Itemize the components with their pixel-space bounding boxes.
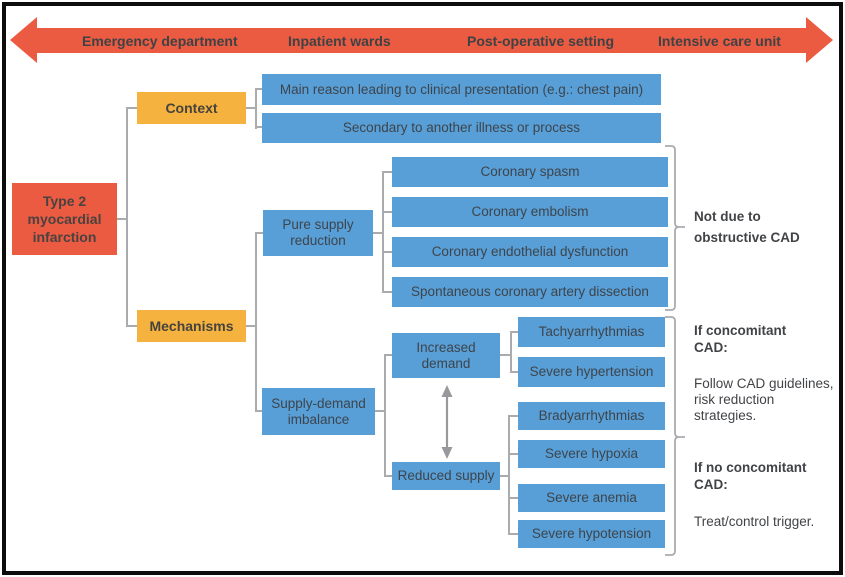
connector [126,325,137,327]
annotation-no-concomitant-body: Treat/control trigger. [694,514,815,529]
node-severe-anemia: Severe anemia [518,484,665,512]
connector [500,354,511,356]
connector [246,107,256,109]
connector [255,88,257,129]
connector [126,107,128,327]
node-secondary: Secondary to another illness or process [262,113,661,143]
connector [382,171,392,173]
connector [384,354,392,356]
connector [508,453,518,455]
node-severe-hypoxia: Severe hypoxia [518,440,665,468]
connector [375,410,385,412]
connector [508,415,510,535]
node-coronary-spasm: Coronary spasm [392,157,668,187]
connector [384,354,386,477]
connector [255,232,263,234]
connector [117,218,127,220]
brace-cad-icon [665,316,685,556]
node-type2-mi: Type 2 myocardial infarction [12,183,117,255]
annotation-not-due: Not due to obstructive CAD [694,209,800,245]
node-increased-demand: Increased demand [392,333,500,378]
node-tachyarrhythmias: Tachyarrhythmias [518,317,665,347]
connector [246,325,256,327]
connector [382,291,392,293]
timeline-label-postop: Post-operative setting [467,33,615,49]
connector [508,497,518,499]
annotation-concomitant-title: If concomitant CAD: [694,323,787,355]
connector [382,211,392,213]
node-bradyarrhythmias: Bradyarrhythmias [518,402,665,430]
connector [255,88,262,90]
connector [510,371,518,373]
connector [382,171,384,293]
node-severe-hypertension: Severe hypertension [518,357,665,387]
annotation-concomitant-body: Follow CAD guidelines, risk reduction st… [694,376,834,423]
timeline-label-icu: Intensive care unit [658,33,781,49]
node-coronary-embolism: Coronary embolism [392,197,668,227]
timeline-arrow [36,28,806,53]
node-context: Context [137,92,246,124]
node-supply-demand-imbalance: Supply-demand imbalance [262,388,375,435]
annotation-no-concomitant-title: If no concomitant CAD: [694,460,807,492]
connector [255,410,262,412]
connector [373,232,383,234]
connector [126,107,137,109]
arrow-left-head-icon [10,17,37,63]
connector [255,126,262,128]
node-severe-hypotension: Severe hypotension [518,520,665,548]
timeline-label-inpatient: Inpatient wards [288,33,391,49]
node-coronary-endothelial-dysfunction: Coronary endothelial dysfunction [392,237,668,267]
connector [508,533,518,535]
connector [500,475,509,477]
node-mechanisms: Mechanisms [137,310,246,342]
node-pure-supply-reduction: Pure supply reduction [263,210,373,256]
brace-not-due-icon [665,145,685,311]
connector [384,475,392,477]
connector [382,251,392,253]
double-arrow-icon [441,385,453,459]
node-main-reason: Main reason leading to clinical presenta… [262,74,661,105]
connector [510,331,518,333]
node-scad: Spontaneous coronary artery dissection [392,277,668,307]
arrow-right-head-icon [806,17,833,63]
connector [508,415,518,417]
connector [510,331,512,373]
connector [255,232,257,412]
timeline-label-emergency: Emergency department [82,33,238,49]
node-reduced-supply: Reduced supply [392,462,500,490]
